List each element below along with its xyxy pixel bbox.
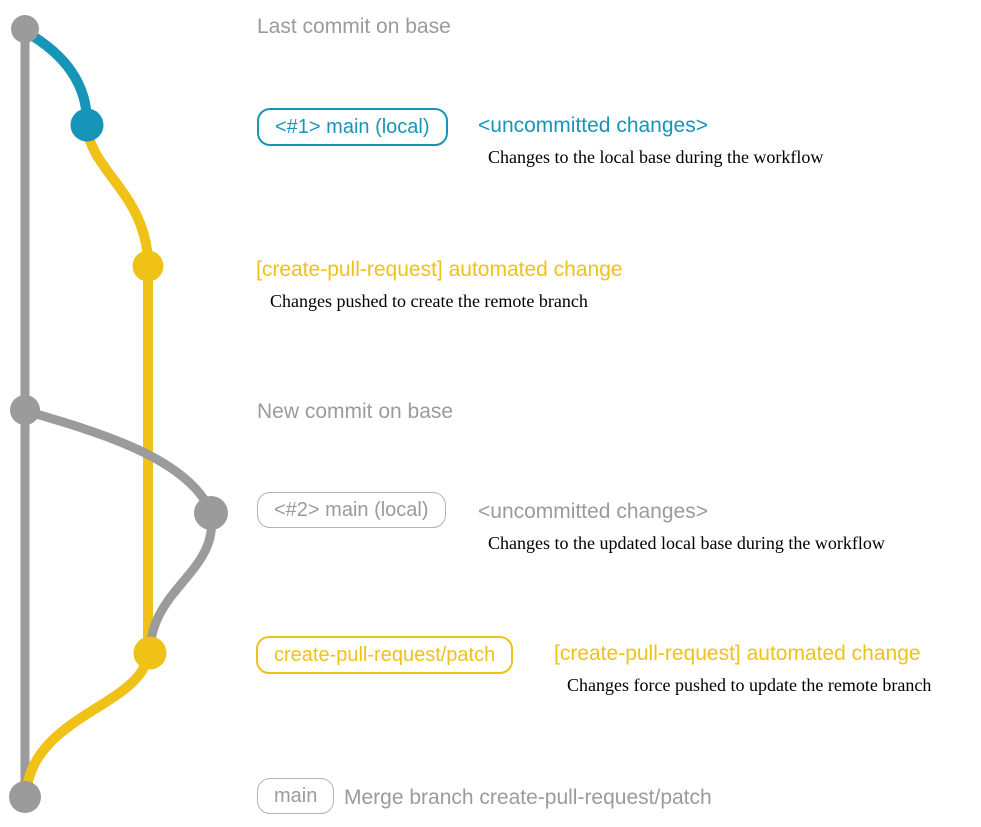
merge-commit-label: Merge branch create-pull-request/patch [344, 786, 712, 809]
automated-change-1-label: [create-pull-request] automated change [256, 258, 623, 281]
rebase-line [145, 509, 217, 657]
last-commit-label: Last commit on base [257, 15, 451, 38]
uncommitted-changes-1-label: <uncommitted changes> [478, 114, 708, 137]
automated-change-2-label: [create-pull-request] automated change [554, 642, 921, 665]
local-main-1-branch-line [21, 27, 93, 130]
git-graph [9, 15, 228, 813]
commit-dot-new-base [10, 395, 40, 425]
commit-dot-local-main-2 [194, 496, 228, 530]
commit-dot-merge [9, 781, 41, 813]
caption-force-pushed-update-branch: Changes force pushed to update the remot… [567, 675, 932, 695]
branch-badge-main-2: <#2> main (local) [257, 492, 446, 528]
caption-pushed-create-branch: Changes pushed to create the remote bran… [270, 291, 588, 311]
branch-badge-main-final: main [257, 778, 335, 814]
commit-dot-patch-2 [133, 636, 167, 670]
local-main-2-branch-line [21, 406, 216, 517]
caption-local-base-changes: Changes to the local base during the wor… [488, 147, 824, 167]
commit-dot-patch-1 [132, 250, 164, 282]
commit-dot-last-base [11, 15, 39, 43]
caption-updated-local-base-changes: Changes to the updated local base during… [488, 533, 885, 553]
branch-badge-main-1: <#1> main (local) [257, 108, 448, 146]
patch-branch-line [21, 123, 153, 801]
uncommitted-changes-2-label: <uncommitted changes> [478, 500, 708, 523]
branch-badge-patch: create-pull-request/patch [256, 636, 514, 674]
new-commit-label: New commit on base [257, 400, 454, 423]
commit-dot-local-main-1 [70, 108, 104, 142]
